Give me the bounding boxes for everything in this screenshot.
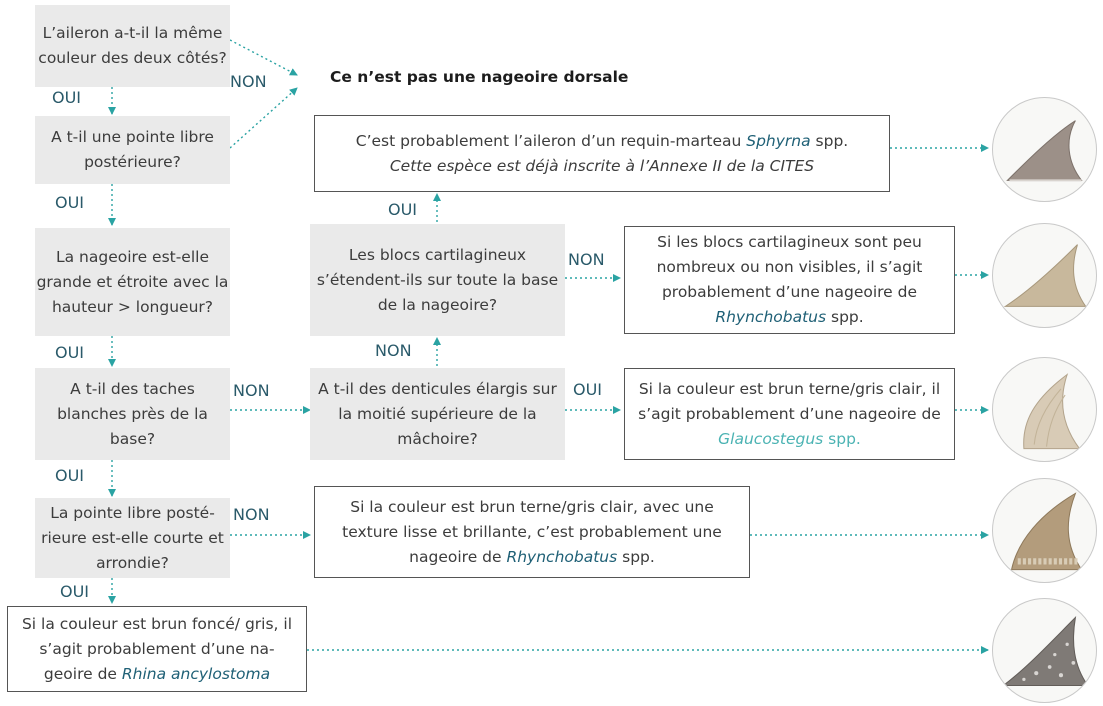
species-sphyrna: Sphyrna — [746, 131, 811, 150]
not-dorsal-fin-heading: Ce n’est pas une nageoire dorsale — [330, 68, 629, 86]
label-non-q6: NON — [568, 250, 605, 269]
arrow-q1-non — [229, 39, 298, 76]
result-glaucostegus: Si la couleur est brun terne/gris clair,… — [624, 368, 955, 460]
label-non-q4: NON — [233, 381, 270, 400]
label-oui-q4: OUI — [55, 466, 85, 485]
fin-image-glaucostegus — [992, 357, 1097, 462]
species-rhynchobatus: Rhynchobatus — [715, 308, 827, 326]
label-non-q7: NON — [375, 341, 412, 360]
label-non-q1: NON — [230, 72, 267, 91]
fin-image-rhynchobatus-2 — [992, 478, 1097, 583]
question-white-spots: A t-il des taches blanches près de la ba… — [35, 368, 230, 460]
result-sphyrna: C’est probablement l’aileron d’un requin… — [314, 115, 890, 192]
species-rhina-ancylostoma: Rhina ancylostoma — [121, 664, 271, 683]
label-oui-q6: OUI — [388, 200, 418, 219]
arrow-q2-non — [229, 87, 298, 149]
question-enlarged-denticles: A t-il des denticules élargis sur la moi… — [310, 368, 565, 460]
label-oui-q2: OUI — [55, 193, 85, 212]
result-rhynchobatus-blocks: Si les blocs cartilagineux sont peu nomb… — [624, 226, 955, 334]
result-rhynchobatus-smooth: Si la couleur est brun terne/gris clair,… — [314, 486, 750, 578]
label-oui-q7: OUI — [573, 380, 603, 399]
question-free-rear-tip: A t-il une pointe libre postérieure? — [35, 116, 230, 184]
result-rhina-ancylostoma: Si la couleur est brun foncé/ gris, il s… — [7, 606, 307, 692]
question-short-rounded-tip: La pointe libre posté- rieure est-elle c… — [35, 498, 230, 578]
fin-image-rhynchobatus-1 — [992, 223, 1097, 328]
species-glaucostegus: Glaucostegus — [718, 429, 824, 448]
fin-image-sphyrna — [992, 97, 1097, 202]
label-oui-q5: OUI — [60, 582, 90, 601]
fin-image-rhina — [992, 598, 1097, 703]
label-non-q5: NON — [233, 505, 270, 524]
label-oui-q1: OUI — [52, 88, 82, 107]
cites-note: Cette espèce est déjà inscrite à l’Annex… — [389, 156, 815, 175]
question-same-color: L’aileron a-t-il la même couleur des deu… — [35, 5, 230, 87]
label-oui-q3: OUI — [55, 343, 85, 362]
species-rhynchobatus: Rhynchobatus — [506, 547, 618, 566]
question-cartilage-blocks: Les blocs cartilagineux s’étendent-ils s… — [310, 224, 565, 336]
question-tall-narrow: La nageoire est-elle grande et étroite a… — [35, 228, 230, 336]
